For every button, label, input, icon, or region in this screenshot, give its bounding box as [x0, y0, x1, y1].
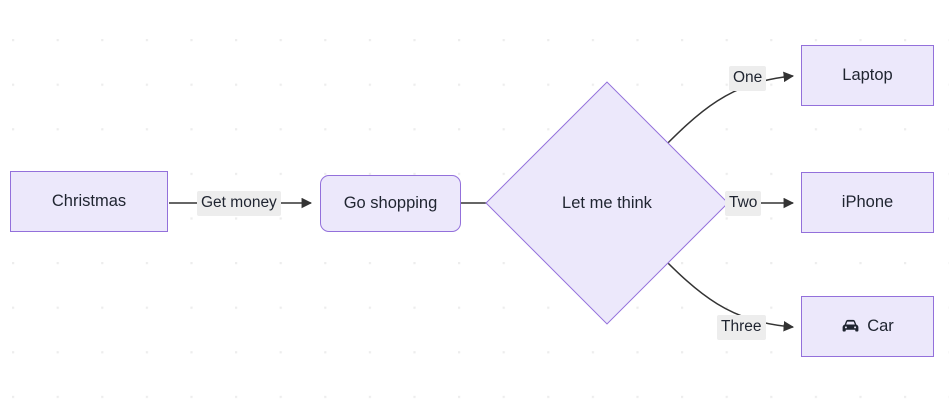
node-car-label: Car — [867, 317, 894, 335]
node-iphone[interactable]: iPhone — [801, 172, 934, 233]
car-icon — [841, 319, 860, 334]
node-christmas-label: Christmas — [51, 192, 127, 210]
node-let-me-think-label: Let me think — [562, 193, 652, 212]
node-let-me-think[interactable]: Let me think — [485, 81, 729, 325]
node-go-shopping[interactable]: Go shopping — [320, 175, 461, 232]
edge-label-get-money: Get money — [197, 191, 281, 217]
edge-label-one: One — [729, 66, 767, 92]
node-iphone-label: iPhone — [841, 193, 894, 211]
node-christmas[interactable]: Christmas — [10, 171, 168, 232]
node-car-content: Car — [841, 317, 894, 336]
node-laptop[interactable]: Laptop — [801, 45, 934, 106]
edge-label-three: Three — [717, 315, 766, 341]
edge-label-two: Two — [725, 191, 762, 217]
node-laptop-label: Laptop — [842, 66, 893, 84]
node-go-shopping-label: Go shopping — [343, 194, 438, 212]
node-car[interactable]: Car — [801, 296, 934, 357]
